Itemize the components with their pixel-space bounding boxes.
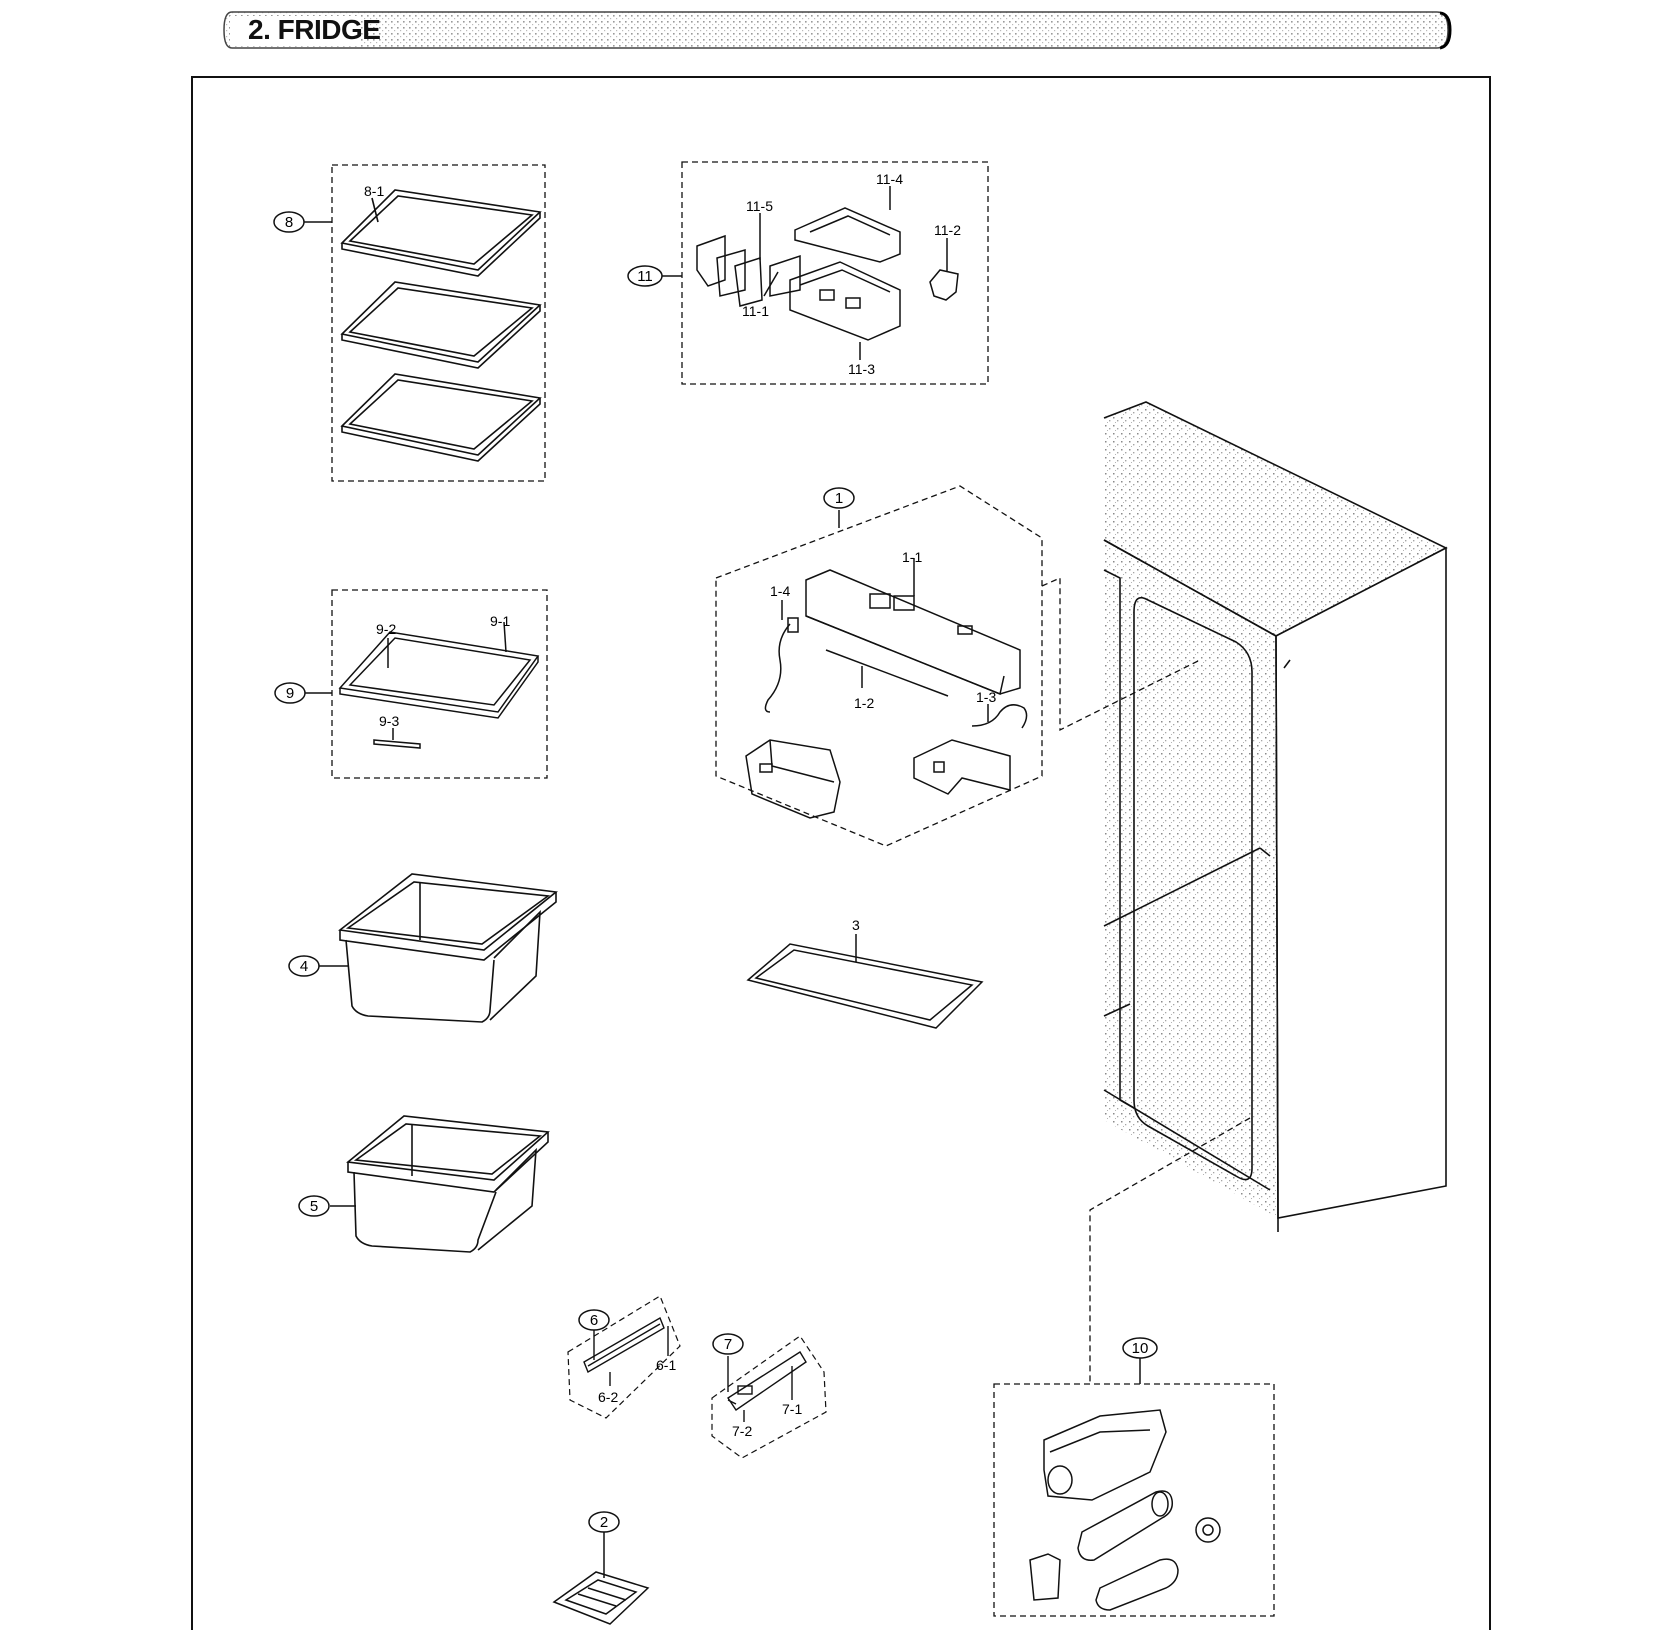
callout-9: 9 <box>274 682 306 704</box>
label-11-1: 11-1 <box>742 303 769 319</box>
drawer-4 <box>304 873 558 1023</box>
label-7-2: 7-2 <box>732 1423 752 1439</box>
callout-10: 10 <box>1122 1337 1158 1359</box>
label-3: 3 <box>852 917 860 933</box>
label-6-2: 6-2 <box>598 1389 618 1405</box>
refrigerator-cabinet <box>1103 401 1448 1232</box>
callout-6: 6 <box>578 1309 610 1331</box>
callout-6-label: 6 <box>590 1312 598 1329</box>
callout-1: 1 <box>823 487 855 509</box>
callout-2: 2 <box>588 1511 620 1533</box>
part-assembly-7 <box>711 1335 827 1459</box>
part-assembly-1 <box>715 485 1043 847</box>
callout-7: 7 <box>712 1333 744 1355</box>
callout-4-label: 4 <box>300 958 308 975</box>
label-11-5: 11-5 <box>746 198 773 214</box>
label-11-4: 11-4 <box>876 171 903 187</box>
callout-1-label: 1 <box>835 490 843 507</box>
label-9-3: 9-3 <box>379 713 399 729</box>
callout-11-label: 11 <box>637 268 653 285</box>
shelf-assembly-8 <box>304 164 546 482</box>
callout-8: 8 <box>273 211 305 233</box>
diagram-frame <box>191 76 1491 1630</box>
label-9-2: 9-2 <box>376 621 396 637</box>
part-assembly-11 <box>661 161 989 385</box>
part-2-cap <box>552 1532 650 1625</box>
callout-8-label: 8 <box>285 214 293 231</box>
callout-9-label: 9 <box>286 685 294 702</box>
callout-2-label: 2 <box>600 1514 608 1531</box>
callout-11: 11 <box>627 265 663 287</box>
label-6-1: 6-1 <box>656 1357 676 1373</box>
label-1-4: 1-4 <box>770 583 790 599</box>
title-banner-frame <box>223 11 1452 50</box>
callout-5: 5 <box>298 1195 330 1217</box>
shelf-assembly-9 <box>305 589 548 779</box>
label-11-3: 11-3 <box>848 361 875 377</box>
section-title-banner: 2. FRIDGE <box>222 8 1452 52</box>
label-8-1: 8-1 <box>364 183 384 199</box>
label-1-2: 1-2 <box>854 695 874 711</box>
page-title: 2. FRIDGE <box>248 14 381 45</box>
part-assembly-10 <box>993 1358 1275 1617</box>
label-1-1: 1-1 <box>902 549 922 565</box>
drawer-5 <box>330 1115 550 1253</box>
callout-10-label: 10 <box>1132 1340 1149 1357</box>
part-assembly-6 <box>567 1295 681 1419</box>
leader-lines <box>1041 576 1251 1385</box>
callout-5-label: 5 <box>310 1198 318 1215</box>
label-11-2: 11-2 <box>934 222 961 238</box>
label-7-1: 7-1 <box>782 1401 802 1417</box>
callout-4: 4 <box>288 955 320 977</box>
label-1-3: 1-3 <box>976 689 996 705</box>
label-9-1: 9-1 <box>490 613 510 629</box>
callout-7-label: 7 <box>724 1336 732 1353</box>
part-3-cover <box>746 934 984 1029</box>
